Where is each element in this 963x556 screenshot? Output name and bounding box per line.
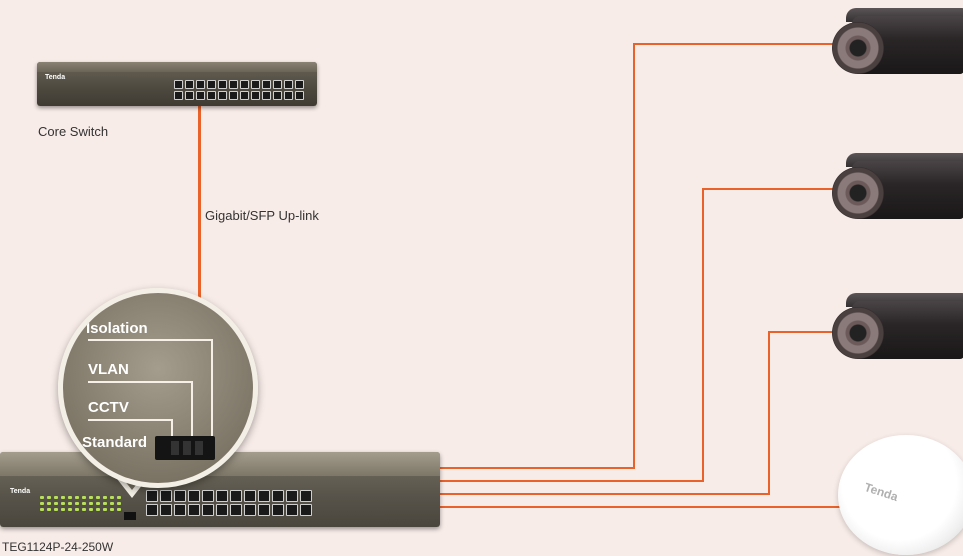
uplink-label: Gigabit/SFP Up-link xyxy=(205,208,319,223)
poe-switch-ports xyxy=(146,490,312,516)
uplink-cable xyxy=(198,106,201,306)
camera-lens-icon xyxy=(832,22,884,74)
camera-lens-icon xyxy=(832,167,884,219)
mode-vlan: VLAN xyxy=(88,361,129,378)
mode-cctv: CCTV xyxy=(88,399,129,416)
cctv-camera-2 xyxy=(832,153,963,225)
mode-dip-switch xyxy=(155,436,215,460)
poe-switch-mode-selector xyxy=(124,512,136,520)
mode-isolation: Isolation xyxy=(86,320,148,337)
poe-switch-leds xyxy=(40,496,121,511)
core-switch-label: Core Switch xyxy=(38,124,109,139)
core-switch: Tenda xyxy=(37,62,317,106)
cctv-camera-1 xyxy=(832,8,963,80)
mode-standard: Standard xyxy=(82,434,148,451)
core-switch-brand-logo: Tenda xyxy=(45,74,66,81)
core-switch-ports xyxy=(174,80,304,100)
access-point-cable xyxy=(440,506,842,508)
wireless-access-point: Tenda xyxy=(838,435,963,555)
access-point-brand-logo: Tenda xyxy=(862,480,900,504)
mode-selector-magnifier: Isolation VLAN CCTV Standard xyxy=(58,288,258,488)
poe-switch-brand-logo: Tenda xyxy=(10,488,31,495)
cctv-camera-3 xyxy=(832,293,963,365)
camera-lens-icon xyxy=(832,307,884,359)
poe-switch-label: TEG1124P-24-250W xyxy=(2,540,114,554)
